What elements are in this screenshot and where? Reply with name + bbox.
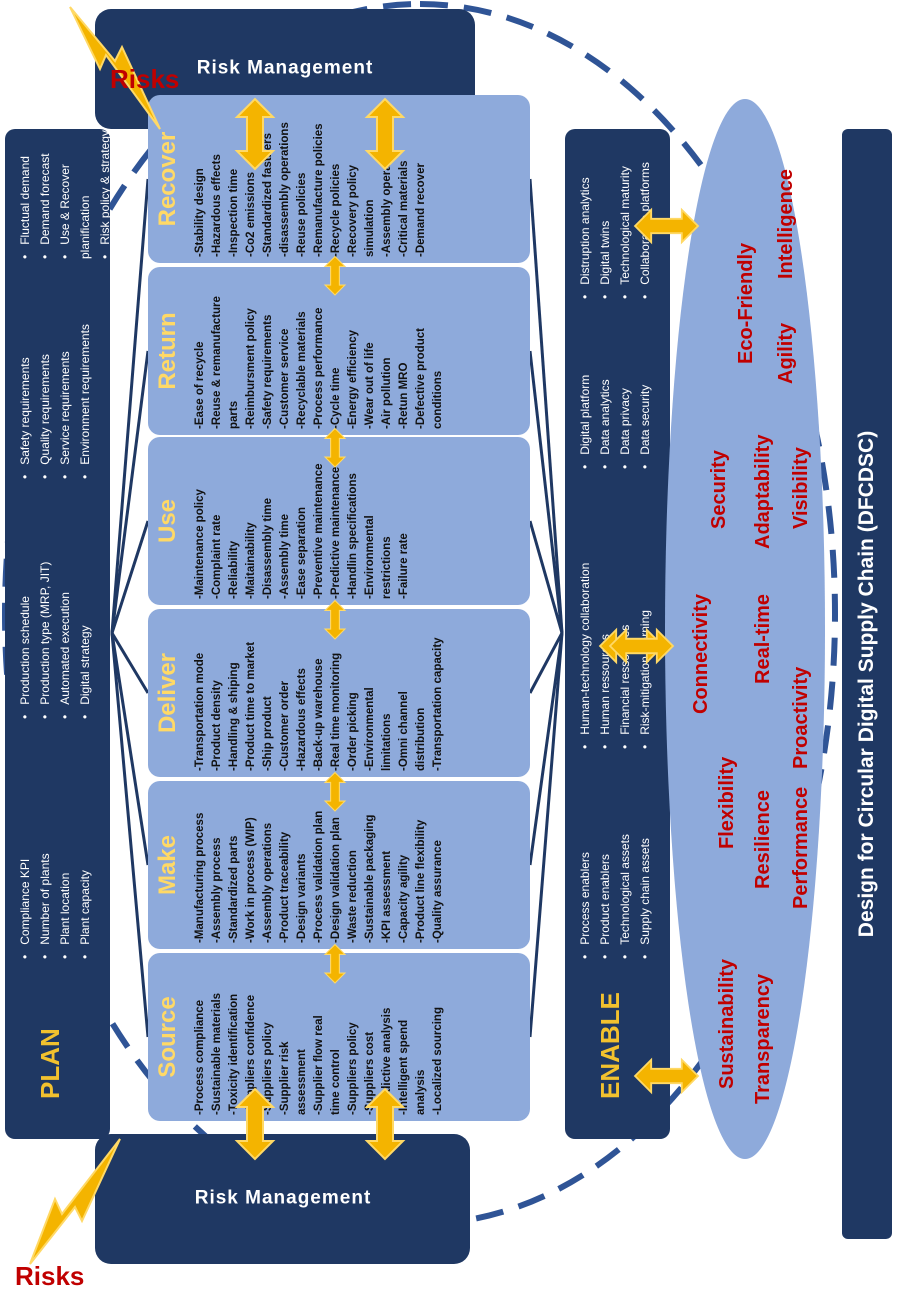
double-arrow-icon xyxy=(634,1058,699,1094)
double-arrow-icon xyxy=(634,208,699,244)
lightning-bolt-icon xyxy=(69,6,161,130)
connector-line xyxy=(110,632,150,866)
risks-label-left: Risks xyxy=(15,1261,85,1291)
connector-line xyxy=(528,632,564,866)
double-arrow-icon xyxy=(236,98,274,170)
connector-line xyxy=(528,350,564,634)
connector-line xyxy=(528,632,564,1038)
connector-line xyxy=(110,632,150,1038)
double-arrow-icon xyxy=(324,599,346,640)
double-arrow-icon xyxy=(366,1088,404,1160)
double-arrow-icon xyxy=(324,771,346,812)
double-arrow-icon xyxy=(236,1088,274,1160)
connector-line xyxy=(110,178,150,634)
lightning-bolt-icon xyxy=(29,1138,121,1265)
double-arrow-icon xyxy=(366,98,404,170)
connector-line xyxy=(528,520,564,634)
double-arrow-icon xyxy=(324,427,346,468)
connector-line xyxy=(528,632,564,694)
connector-line xyxy=(528,178,564,634)
double-arrow-icon xyxy=(324,255,346,296)
double-arrow-icon xyxy=(609,628,674,664)
qualities-ellipse xyxy=(665,99,825,1159)
connector-line xyxy=(110,520,150,634)
connector-line xyxy=(110,350,150,634)
double-arrow-icon xyxy=(324,943,346,984)
risks-label-right: Risks xyxy=(110,64,180,94)
connector-line xyxy=(110,632,150,694)
